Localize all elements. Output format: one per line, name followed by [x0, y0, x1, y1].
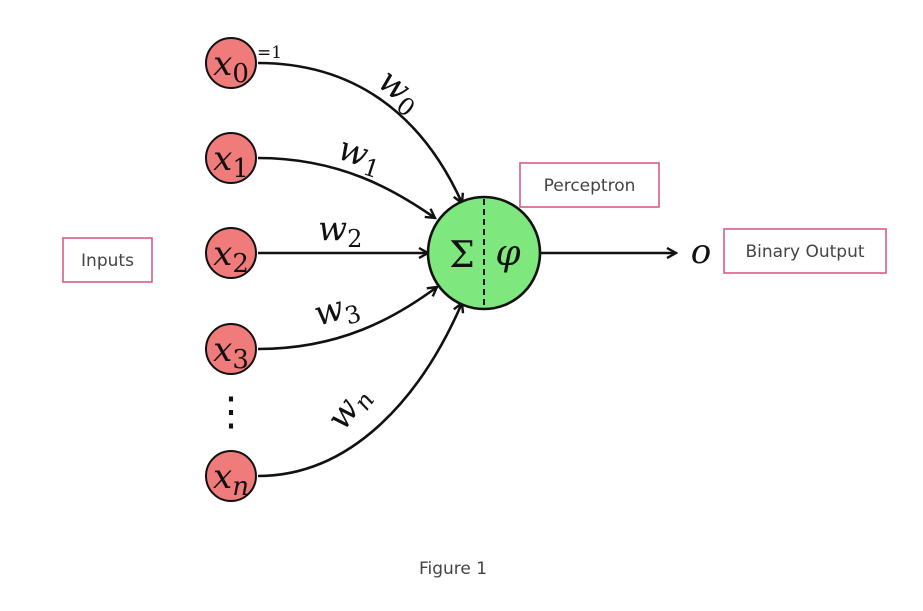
input-ellipsis: ⋮ — [211, 389, 251, 435]
svg-text:xn: xn — [213, 457, 249, 502]
perceptron-label-box: Perceptron — [519, 162, 660, 208]
figure-caption: Figure 1 — [419, 559, 487, 579]
weight-label-3-symbol: w — [309, 288, 348, 334]
output-label: Binary Output — [745, 242, 864, 262]
perceptron-neuron: Σ φ — [426, 195, 542, 311]
input-node-0: x0 — [205, 37, 257, 89]
input-node-1-circle — [205, 132, 257, 184]
input-node-3-symbol: x — [213, 330, 232, 370]
svg-text:x2: x2 — [213, 234, 249, 279]
sum-symbol: Σ — [449, 235, 474, 276]
input-node-2-symbol: x — [213, 234, 232, 274]
input-node-3-subscript: 3 — [232, 345, 249, 375]
inputs-label-frame — [62, 237, 153, 283]
activation-symbol: φ — [495, 233, 521, 274]
weight-label-0: w0 — [368, 61, 430, 123]
weight-label-1: w1 — [332, 129, 388, 185]
x0-annotation: =1 — [257, 43, 282, 63]
output-label-box: Binary Output — [723, 228, 887, 274]
input-node-1-symbol: x — [213, 139, 232, 179]
output-label-frame — [723, 228, 887, 274]
weight-label-n: wn — [319, 378, 381, 440]
input-node-n: xn — [205, 450, 257, 502]
input-node-n-circle — [205, 450, 257, 502]
input-node-0-circle — [205, 37, 257, 89]
connection-xn — [257, 303, 462, 478]
perceptron-label: Perceptron — [544, 176, 636, 196]
weight-label-3-subscript: 3 — [342, 299, 364, 330]
input-node-3: x3 — [205, 323, 257, 375]
input-node-1-subscript: 1 — [232, 154, 249, 184]
weight-label-3: w3 — [309, 284, 364, 339]
connection-x0 — [257, 61, 462, 203]
input-node-n-symbol: x — [213, 457, 232, 497]
svg-text:x1: x1 — [213, 139, 249, 184]
input-node-n-subscript: n — [232, 472, 249, 502]
input-node-0-symbol: x — [213, 44, 232, 84]
svg-text:x3: x3 — [213, 330, 249, 375]
connection-x3 — [257, 287, 437, 351]
connection-x1 — [257, 156, 435, 218]
perceptron-label-frame — [519, 162, 660, 208]
input-node-2-circle — [205, 227, 257, 279]
weight-label-2-symbol: w — [318, 209, 347, 249]
weight-label-2-subscript: 2 — [347, 225, 362, 253]
input-node-3-circle — [205, 323, 257, 375]
inputs-label-box: Inputs — [62, 237, 153, 283]
input-node-2-subscript: 2 — [232, 249, 249, 279]
output-symbol: o — [691, 232, 711, 272]
inputs-label: Inputs — [81, 251, 134, 271]
input-node-2: x2 — [205, 227, 257, 279]
svg-text:x0: x0 — [213, 44, 249, 89]
input-node-0-subscript: 0 — [232, 59, 249, 89]
input-node-1: x1 — [205, 132, 257, 184]
weight-label-2: w2 — [318, 209, 362, 253]
